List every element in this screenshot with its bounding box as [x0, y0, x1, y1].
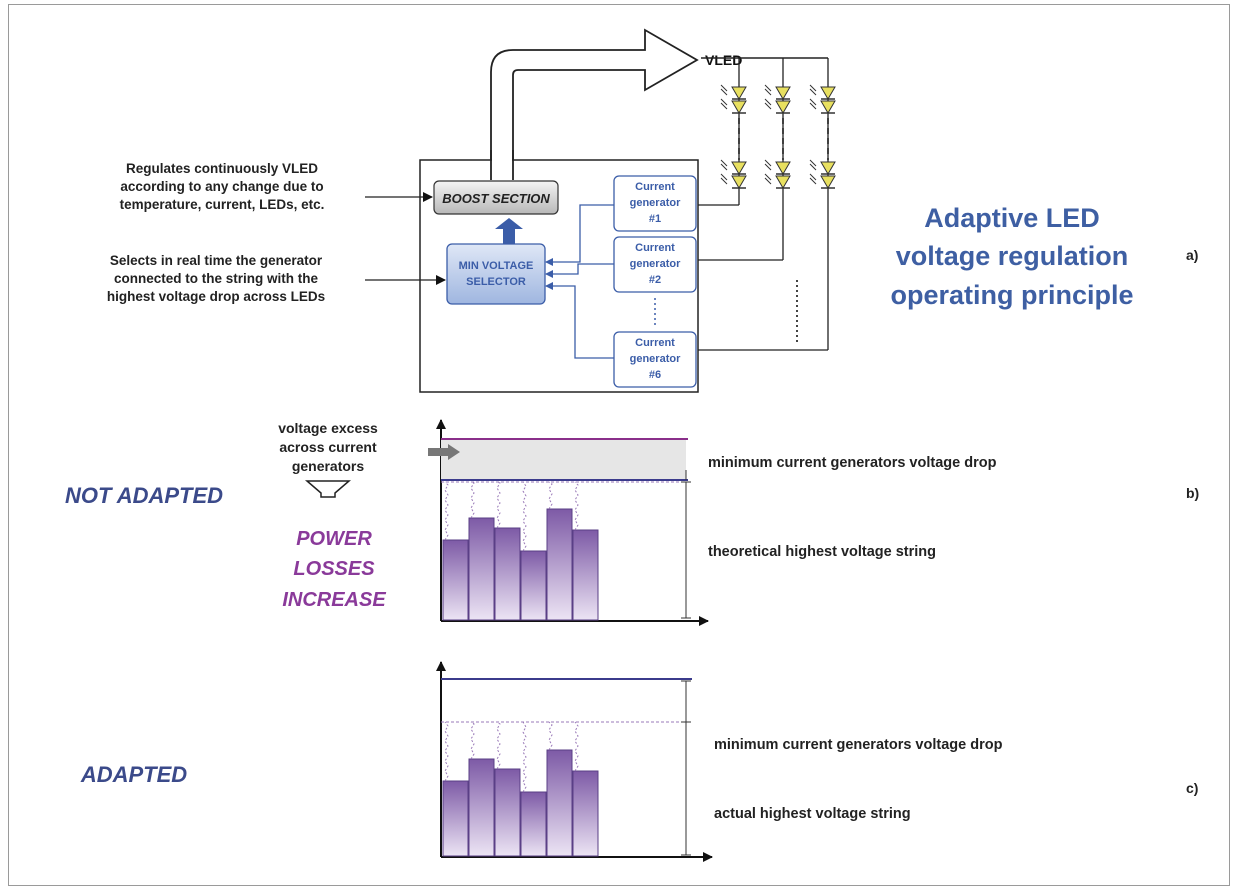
min-voltage-selector-box	[446, 243, 546, 305]
part-label-a: a)	[1186, 247, 1198, 263]
selector-label-line-1: MIN VOLTAGE	[459, 260, 534, 272]
current-generator-6: Current generator #6	[613, 331, 697, 388]
feedback-wire-6	[545, 282, 614, 359]
led-string-bar-6	[572, 770, 599, 857]
led-string-bar-4	[520, 791, 547, 857]
svg-text:Current: Current	[635, 181, 675, 193]
svg-text:Adaptive LED: Adaptive LED	[924, 203, 1100, 233]
svg-text:Selects in real time the gener: Selects in real time the generator	[110, 253, 323, 268]
string-gap-marker-3	[496, 721, 501, 770]
svg-text:according to any change due to: according to any change due to	[120, 179, 323, 194]
adapted-label: ADAPTED	[80, 762, 187, 787]
feedback-wire-2	[545, 263, 614, 278]
chart-c-dimension	[681, 680, 691, 856]
svg-text:temperature, current, LEDs, et: temperature, current, LEDs, etc.	[120, 197, 325, 212]
vled-arrow-stem	[492, 150, 512, 175]
label-highest-string-c: actual highest voltage string	[714, 806, 911, 822]
not-adapted-label: NOT ADAPTED	[65, 483, 223, 508]
chart-b-bars	[442, 481, 599, 621]
boost-section-box	[433, 180, 559, 215]
svg-text:operating principle: operating principle	[890, 280, 1133, 310]
current-generator-1: Current generator #1	[613, 175, 697, 232]
string-gap-marker-1	[444, 721, 449, 782]
string-gap-marker-3	[496, 481, 501, 529]
svg-text:voltage regulation: voltage regulation	[896, 241, 1129, 271]
chart-c-bars	[442, 721, 599, 857]
led-string-bar-2	[468, 517, 495, 621]
string-gap-marker-5	[548, 481, 553, 510]
led-string-1	[720, 58, 747, 205]
diagram-title: Adaptive LED voltage regulation operatin…	[890, 203, 1133, 310]
power-losses-label: POWER LOSSES INCREASE	[282, 528, 386, 611]
led-string-bar-3	[494, 527, 521, 621]
losses-down-arrow	[304, 480, 352, 498]
label-highest-string-b: theoretical highest voltage string	[708, 544, 936, 560]
svg-text:generators: generators	[292, 458, 365, 474]
led-string-bar-1	[442, 539, 469, 621]
vled-output-arrow	[490, 28, 699, 176]
feedback-up-arrow	[495, 218, 523, 244]
svg-text:POWER: POWER	[296, 528, 372, 550]
svg-text:LOSSES: LOSSES	[293, 558, 375, 580]
label-min-drop-c: minimum current generators voltage drop	[714, 737, 1003, 753]
svg-text:Current: Current	[635, 337, 675, 349]
svg-text:across current: across current	[279, 439, 377, 455]
boost-section-label: BOOST SECTION	[442, 191, 550, 206]
voltage-excess-label: voltage excess across current generators	[278, 420, 378, 474]
led-string-bar-1	[442, 780, 469, 857]
svg-text:INCREASE: INCREASE	[282, 589, 386, 611]
note-selector: Selects in real time the generator conne…	[107, 253, 325, 304]
string-gap-marker-6	[574, 721, 579, 772]
led-string-bar-5	[546, 749, 573, 857]
figure-frame	[8, 4, 1230, 886]
string-gap-marker-2	[470, 721, 475, 760]
svg-text:#1: #1	[649, 213, 661, 225]
voltage-excess-band	[441, 440, 686, 479]
string-gap-marker-2	[470, 481, 475, 519]
part-label-b: b)	[1186, 485, 1199, 501]
note-boost: Regulates continuously VLED according to…	[120, 161, 325, 212]
svg-text:generator: generator	[630, 197, 681, 209]
string-gap-marker-4	[522, 481, 527, 552]
led-string-bar-5	[546, 508, 573, 621]
svg-text:generator: generator	[630, 353, 681, 365]
svg-text:Current: Current	[635, 242, 675, 254]
svg-text:generator: generator	[630, 258, 681, 270]
led-string-bar-3	[494, 768, 521, 857]
svg-text:Regulates continuously VLED: Regulates continuously VLED	[126, 161, 318, 176]
string-gap-marker-5	[548, 721, 553, 751]
string-gap-marker-6	[574, 481, 579, 531]
svg-text:highest voltage drop across LE: highest voltage drop across LEDs	[107, 289, 325, 304]
string-gap-marker-4	[522, 721, 527, 793]
current-generator-2: Current generator #2	[613, 236, 697, 293]
led-string-bar-6	[572, 529, 599, 621]
selector-label-line-2: SELECTOR	[466, 276, 526, 288]
part-label-c: c)	[1186, 780, 1198, 796]
chart-b-dimension	[681, 470, 691, 619]
label-min-drop-b: minimum current generators voltage drop	[708, 455, 997, 471]
string-gap-marker-1	[444, 481, 449, 541]
svg-text:connected to the string with t: connected to the string with the	[114, 271, 318, 286]
led-string-bar-2	[468, 758, 495, 857]
svg-text:#6: #6	[649, 369, 661, 381]
vled-label: VLED	[705, 52, 742, 68]
svg-text:#2: #2	[649, 274, 661, 286]
led-string-bar-4	[520, 550, 547, 621]
excess-pointer-arrow	[428, 444, 460, 460]
feedback-wire-1	[545, 204, 614, 266]
chart-c-axes	[436, 661, 713, 862]
led-string-6	[809, 58, 836, 350]
led-string-2	[764, 58, 791, 260]
svg-text:voltage excess: voltage excess	[278, 420, 378, 436]
